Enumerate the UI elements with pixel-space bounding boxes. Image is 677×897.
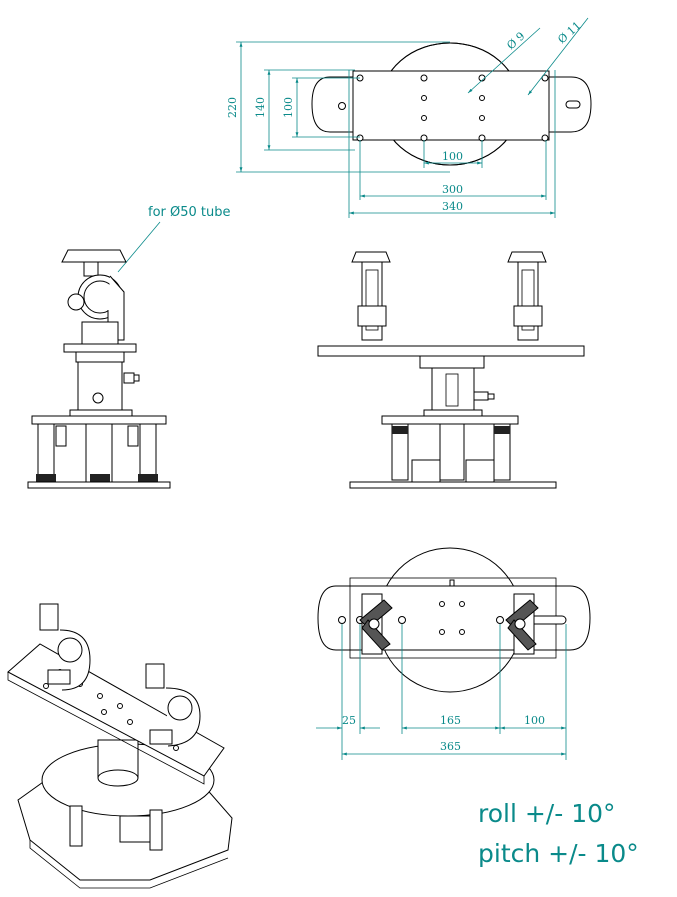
dim-100-horizontal: 100: [442, 150, 463, 163]
side-view-left: for Ø50 tube: [27, 205, 231, 489]
side-floor-plate: [27, 481, 171, 489]
dim-140: 140: [254, 97, 267, 118]
left-clamp-front: [351, 251, 391, 341]
iso-clamp-left: [39, 603, 91, 691]
top-view: 220 140 100 100 300 340 Ø 9 Ø 11: [226, 17, 592, 218]
pitch-spec: pitch +/- 10°: [478, 839, 639, 868]
tube-clamp-note: for Ø50 tube: [148, 205, 231, 220]
dim-100-bottom: 100: [524, 714, 545, 727]
clamp-knob: [61, 249, 127, 263]
side-base-plate: [31, 415, 167, 425]
roll-spec: roll +/- 10°: [478, 799, 616, 828]
dim-100-vertical: 100: [282, 97, 295, 118]
clamp-plate-rect: [352, 70, 550, 141]
front-column: [431, 367, 475, 413]
side-top-plate: [63, 343, 137, 353]
dim-365: 365: [440, 740, 461, 753]
front-floor-plate: [349, 481, 557, 489]
bottom-view: 25 165 100 365: [316, 547, 591, 760]
bottom-clamp-right: [505, 593, 539, 655]
dim-25: 25: [342, 714, 356, 727]
front-top-plate: [317, 345, 585, 357]
isometric-view: [7, 603, 233, 889]
front-view: [317, 251, 585, 489]
iso-clamp-right: [145, 663, 201, 747]
dim-hole-9: Ø 9: [504, 30, 527, 53]
right-clamp-front: [507, 251, 547, 341]
front-base-plate: [381, 415, 519, 425]
dim-165: 165: [440, 714, 461, 727]
dim-340: 340: [442, 200, 463, 213]
bottom-clamp-left: [359, 593, 393, 655]
plate-holes: [338, 74, 581, 142]
dim-220: 220: [226, 97, 239, 118]
dim-300: 300: [442, 183, 463, 196]
